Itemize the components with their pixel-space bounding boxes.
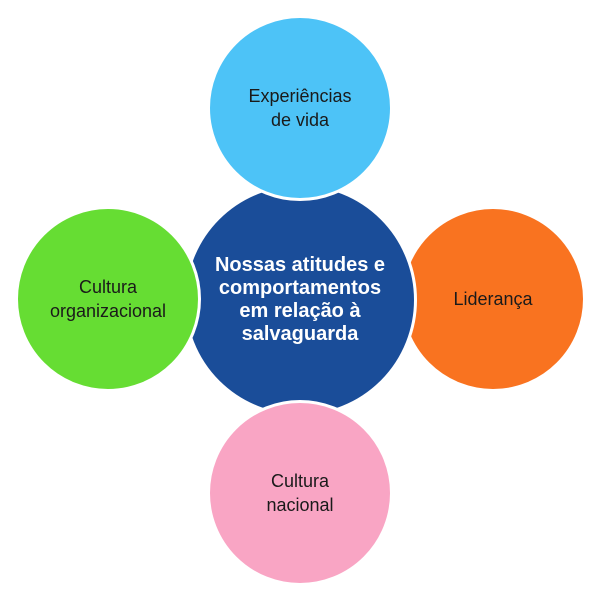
node-lideranca: Liderança <box>400 206 586 392</box>
node-lideranca-label: Liderança <box>453 289 533 309</box>
central-node-label: Nossas atitudes e comportamentos em rela… <box>214 254 386 345</box>
node-experiencias-de-vida: Experiências de vida <box>207 15 393 201</box>
node-experiencias-de-vida-label: Experiências de vida <box>248 86 352 130</box>
node-cultura-organizacional: Cultura organizacional <box>15 206 201 392</box>
central-node: Nossas atitudes e comportamentos em rela… <box>183 183 417 417</box>
node-cultura-nacional: Cultura nacional <box>207 400 393 586</box>
node-cultura-nacional-label: Cultura nacional <box>266 471 334 515</box>
node-cultura-organizacional-label: Cultura organizacional <box>49 277 167 321</box>
